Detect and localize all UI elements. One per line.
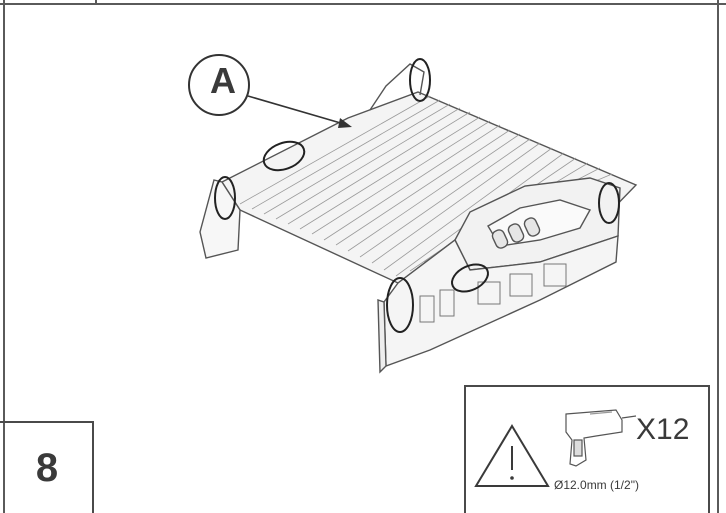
- fastener-marker: [214, 176, 236, 220]
- callout-leader-line: [247, 95, 345, 125]
- fastener-marker: [386, 277, 414, 333]
- tool-requirement-box: [464, 385, 710, 513]
- fastener-marker: [409, 58, 431, 102]
- step-number-box: [0, 421, 94, 513]
- fastener-marker: [598, 182, 620, 224]
- fastener-location-markers: [214, 58, 620, 333]
- fastener-quantity: X12: [636, 413, 690, 446]
- fastener-marker: [262, 140, 306, 172]
- warning-triangle-icon: [474, 424, 550, 487]
- truck-bed-illustration: [199, 63, 638, 374]
- callout-label-a: A: [210, 60, 236, 101]
- drill-icon: [565, 409, 637, 467]
- drill-bit-size: Ø12.0mm (1/2"): [554, 478, 639, 492]
- step-number: 8: [35, 446, 59, 490]
- fastener-marker: [451, 263, 489, 293]
- callout-circle: [188, 54, 250, 116]
